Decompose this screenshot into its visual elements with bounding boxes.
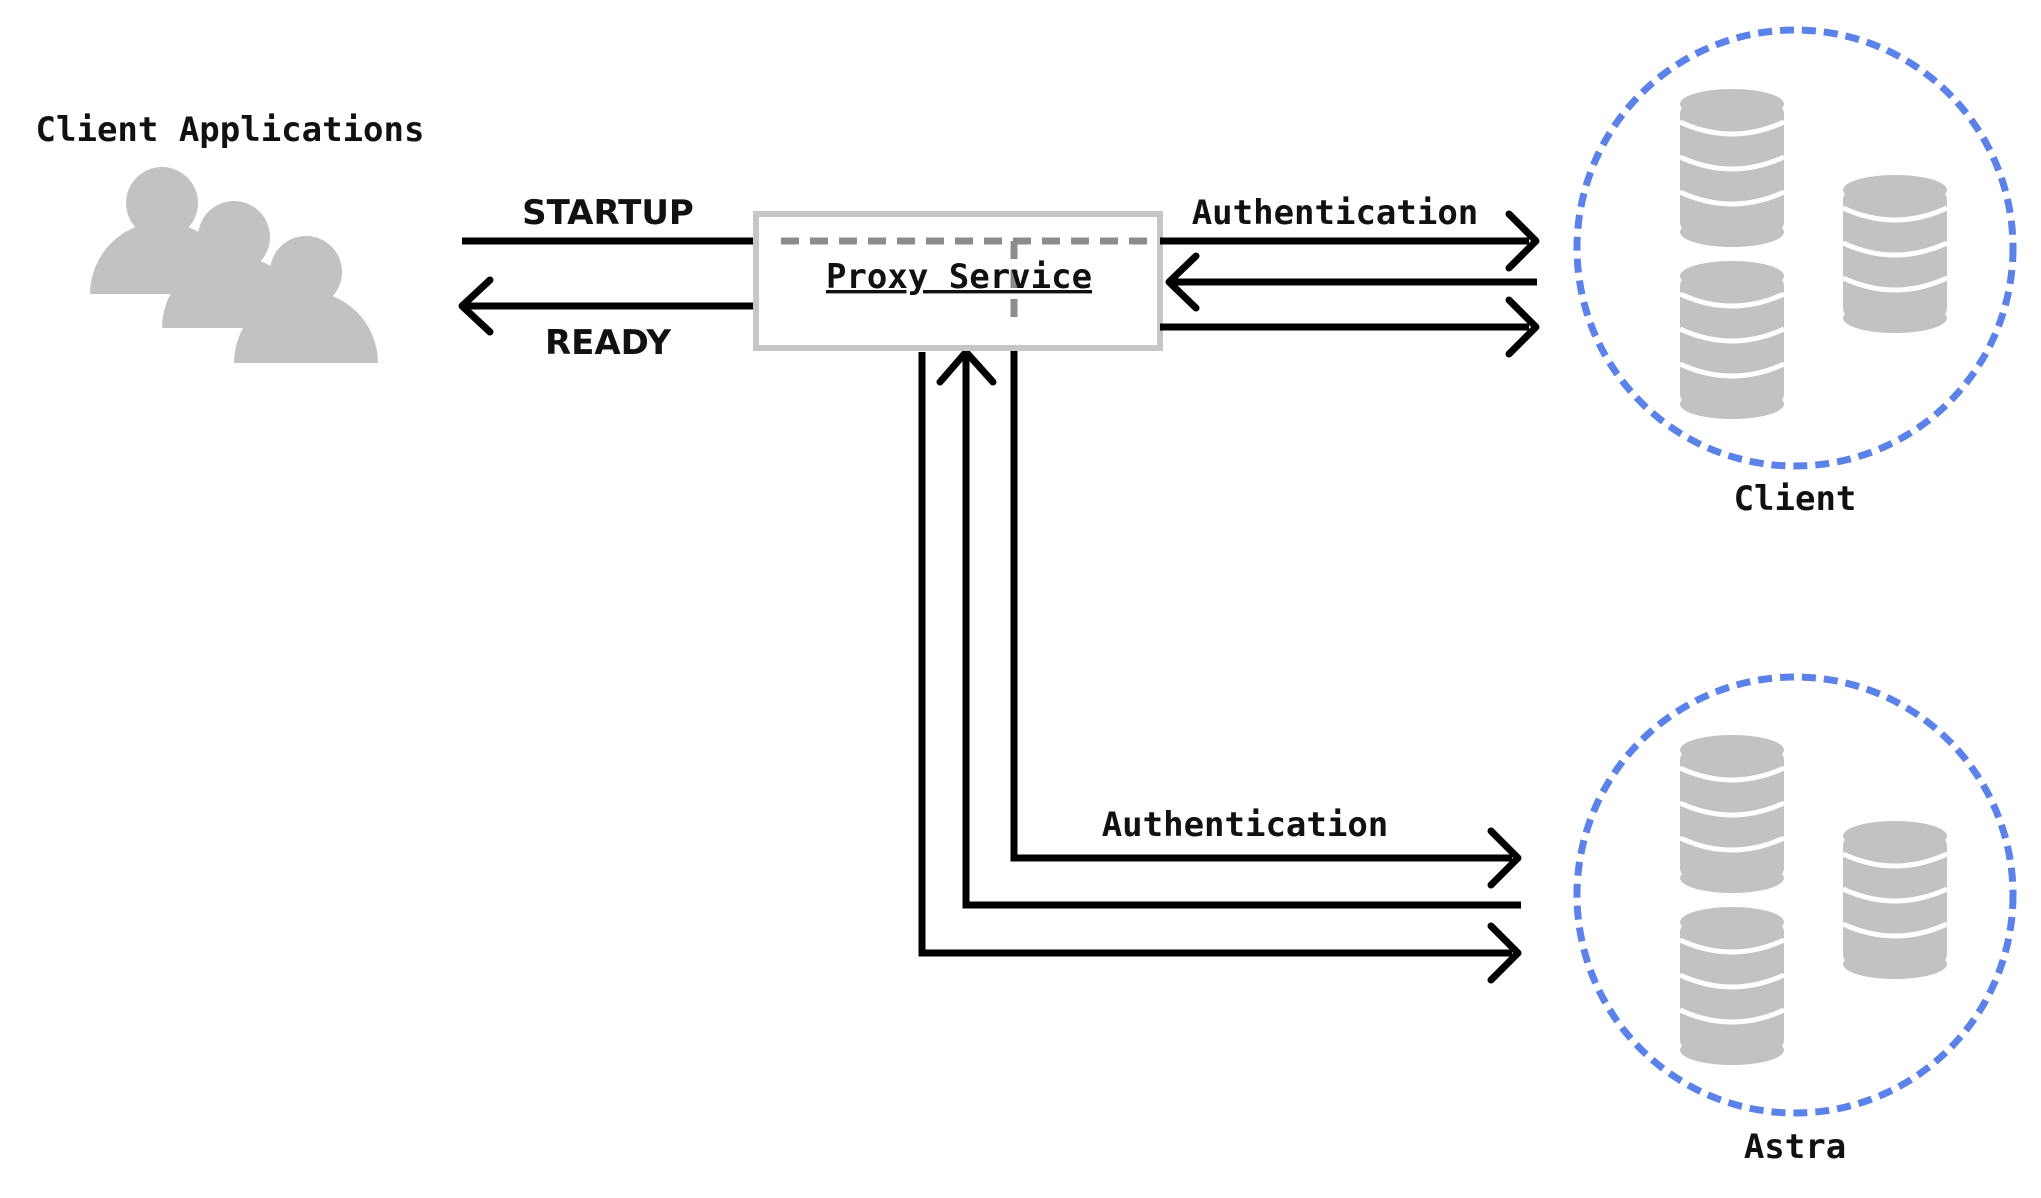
astra-response-line — [962, 356, 1521, 909]
database-icon — [1680, 261, 1784, 419]
startup-label: STARTUP — [522, 193, 694, 233]
astra-authentication-label: Authentication — [1102, 805, 1389, 845]
ready-arrowhead — [458, 276, 494, 336]
client-auth-arrowhead — [1505, 210, 1540, 272]
astra-response-arrowhead — [936, 348, 997, 386]
astra-cluster-circle — [1573, 673, 2017, 1117]
database-icon — [1680, 89, 1784, 247]
astra-auth-line — [1010, 350, 1512, 862]
client-authentication-label: Authentication — [1192, 193, 1479, 233]
client-cluster-label: Client — [1734, 479, 1857, 519]
ready-label: READY — [545, 323, 671, 363]
proxy-service-label: Proxy Service — [826, 257, 1092, 297]
database-icon — [1680, 735, 1784, 893]
astra-auth-arrowhead — [1487, 827, 1522, 889]
client-request-arrowhead — [1505, 296, 1540, 358]
client-response-arrowhead — [1165, 252, 1200, 312]
astra-request-line — [918, 352, 1512, 957]
astra-request-arrowhead — [1487, 922, 1522, 984]
database-icon — [1843, 821, 1947, 979]
users-group-icon — [90, 167, 378, 363]
database-icon — [1843, 175, 1947, 333]
client-cluster-circle — [1573, 26, 2017, 470]
proxy-service-box: Proxy Service — [753, 211, 1163, 351]
database-icon — [1680, 907, 1784, 1065]
astra-cluster-label: Astra — [1744, 1127, 1846, 1167]
client-applications-label: Client Applications — [36, 110, 425, 150]
